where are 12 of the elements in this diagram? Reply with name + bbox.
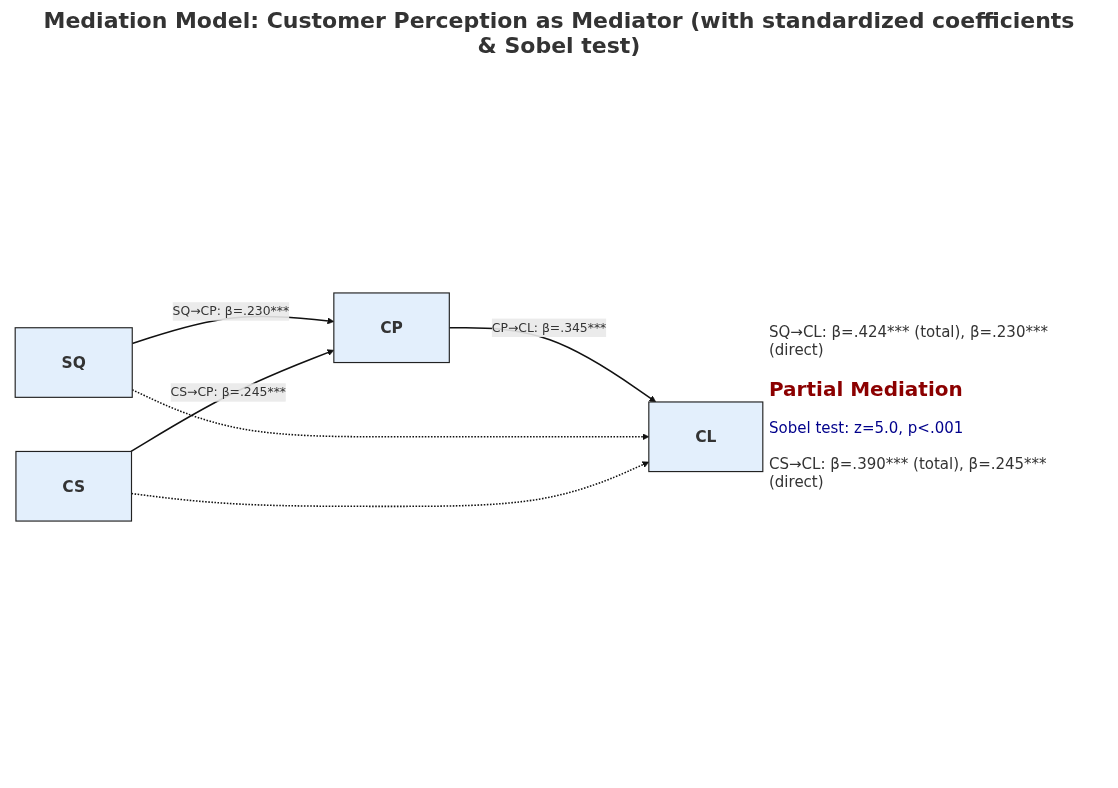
edge-label: SQ→CP: β=.230*** bbox=[172, 303, 290, 319]
node-box: SQ bbox=[14, 327, 133, 398]
heading-note: Partial Mediation bbox=[769, 377, 964, 401]
node-box: CS bbox=[15, 450, 133, 522]
node-box: CL bbox=[648, 401, 764, 473]
edge-label: CS→CP: β=.245*** bbox=[170, 384, 287, 400]
note-text: Sobel test: z=5.0, p<.001 bbox=[769, 419, 965, 437]
note-text: CS→CL: β=.390*** (total), β=.245*** (direct) bbox=[769, 455, 1048, 491]
diagram-title: Mediation Model: Customer Perception as Mediator (with standardized coefficients & Sobel test) bbox=[42, 8, 1076, 58]
edge-label: CP→CL: β=.345*** bbox=[491, 320, 607, 335]
node-box: CP bbox=[333, 292, 450, 364]
note-text: SQ→CL: β=.424*** (total), β=.230*** (direct) bbox=[769, 323, 1049, 359]
